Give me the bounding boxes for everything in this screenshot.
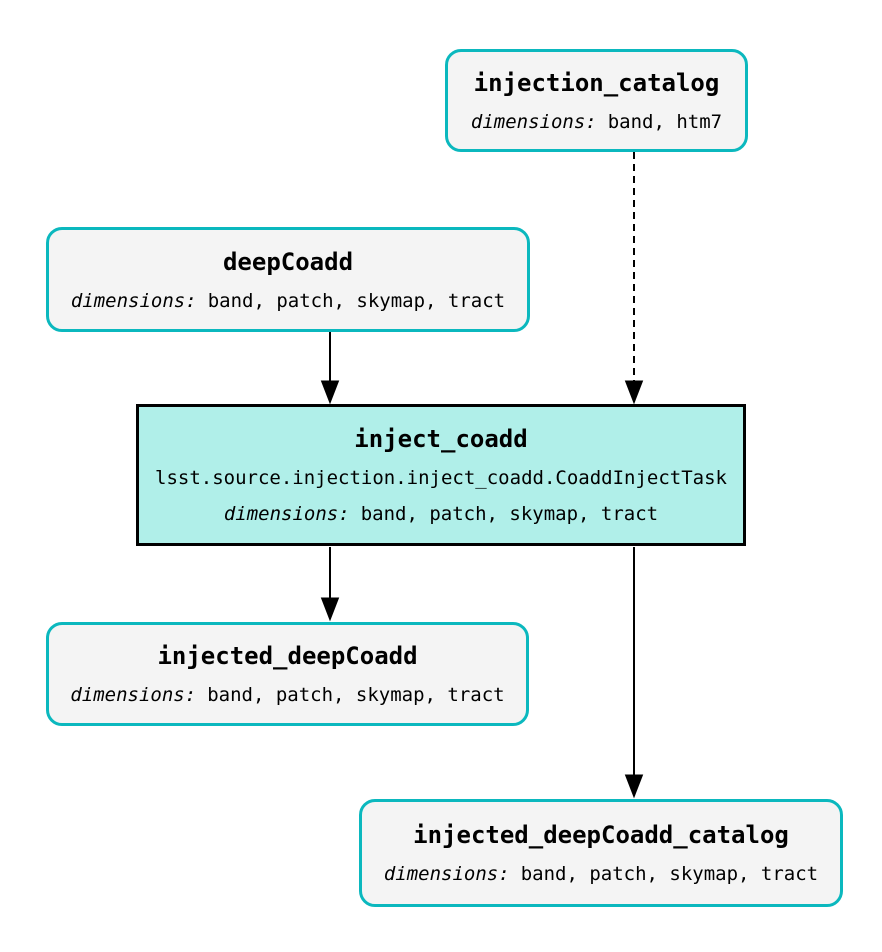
- node-dimensions: dimensions: band, patch, skymap, tract: [224, 503, 658, 525]
- edge-injection_catalog-to-inject_coadd: [624, 152, 644, 405]
- node-dimensions: dimensions: band, patch, skymap, tract: [71, 290, 505, 312]
- node-title: injection_catalog: [473, 68, 720, 97]
- dimensions-value: band, patch, skymap, tract: [360, 503, 659, 525]
- node-title: injected_deepCoadd_catalog: [413, 821, 789, 849]
- dimensions-label: dimensions:: [70, 289, 197, 312]
- dimensions-value: band, htm7: [607, 110, 723, 133]
- node-injected-deepCoadd: injected_deepCoadd dimensions: band, patc…: [46, 622, 529, 726]
- node-inject-coadd-task: inject_coadd lsst.source.injection.injec…: [136, 404, 746, 546]
- arrowhead-icon: [624, 380, 644, 405]
- dimensions-label: dimensions:: [70, 684, 197, 706]
- dimensions-label: dimensions:: [470, 110, 597, 133]
- arrowhead-icon: [320, 380, 340, 405]
- node-title: injected_deepCoadd: [157, 642, 418, 670]
- dimensions-value: band, patch, skymap, tract: [207, 684, 505, 706]
- dimensions-value: band, patch, skymap, tract: [520, 863, 819, 885]
- node-injected-deepCoadd-catalog: injected_deepCoadd_catalog dimensions: ba…: [359, 799, 843, 907]
- dimensions-label: dimensions:: [383, 863, 510, 885]
- dimensions-value: band, patch, skymap, tract: [207, 289, 506, 312]
- dimensions-label: dimensions:: [223, 503, 350, 525]
- node-injection-catalog: injection_catalog dimensions: band, htm7: [445, 49, 748, 152]
- task-class-path: lsst.source.injection.inject_coadd.Coadd…: [155, 467, 727, 489]
- arrowhead-icon: [624, 774, 644, 799]
- node-deepCoadd: deepCoadd dimensions: band, patch, skymap…: [46, 227, 530, 332]
- node-dimensions: dimensions: band, htm7: [471, 111, 722, 133]
- node-dimensions: dimensions: band, patch, skymap, tract: [70, 684, 504, 706]
- node-title: deepCoadd: [222, 247, 354, 276]
- edge-deepCoadd-to-inject_coadd: [320, 332, 340, 405]
- node-dimensions: dimensions: band, patch, skymap, tract: [384, 863, 818, 885]
- edge-inject_coadd-to-injected_deepCoadd: [320, 547, 340, 622]
- edge-inject_coadd-to-injected_deepCoadd_catalog: [624, 547, 644, 799]
- arrowhead-icon: [320, 597, 340, 622]
- node-title: inject_coadd: [354, 425, 528, 453]
